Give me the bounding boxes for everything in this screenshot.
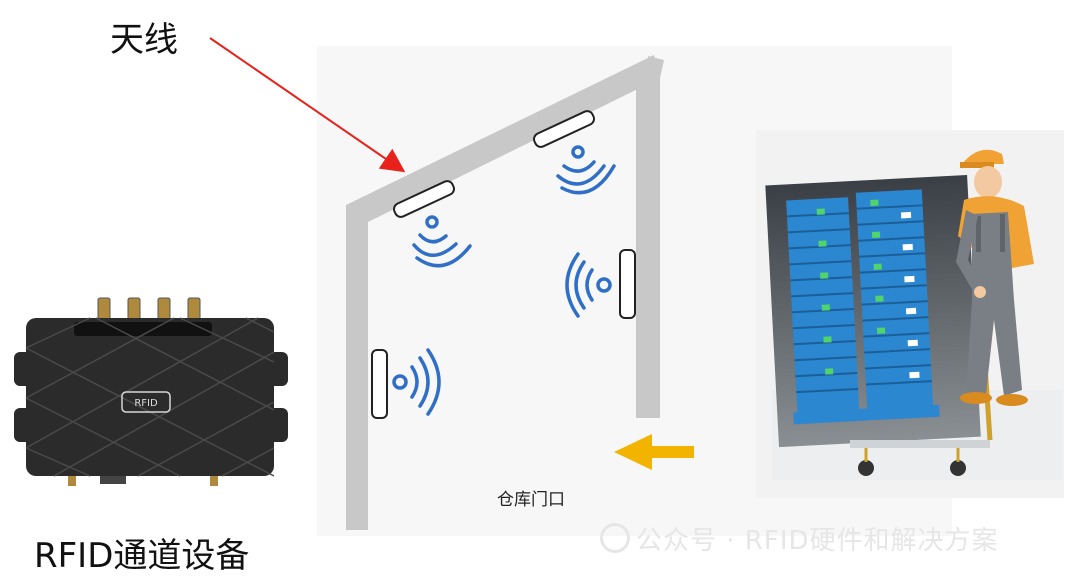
right-wall [636,60,660,418]
watermark-text: 公众号 · RFID硬件和解决方案 [636,526,999,556]
wechat-icon [600,523,630,553]
signal-wave-icon [556,145,616,195]
antenna-pointer-arrow [209,37,406,173]
antenna-icon [371,349,388,419]
antenna-label: 天线 [110,20,178,60]
antenna-icon [393,180,455,218]
left-wall [346,205,368,530]
watermark: 公众号 · RFID硬件和解决方案 [600,520,999,557]
antenna-icon [533,110,595,148]
antenna-icon [619,249,636,319]
worker-icon [956,149,1034,406]
roof-tip [648,56,664,78]
rfid-device-label: RFID通道设备 [34,536,250,576]
signal-wave-icon [412,215,472,268]
warehouse-door-label: 仓库门口 [497,490,565,510]
crate-stack-icon [765,174,981,448]
device-logo: RFID [134,398,158,409]
roof [346,55,660,222]
warehouse-photo [756,130,1064,498]
entry-arrow-icon [614,434,694,470]
warehouse-walls [346,55,664,530]
rfid-reader-icon: RFID [14,297,288,486]
signal-wave-icon [565,252,612,318]
signal-wave-icon [392,348,441,416]
